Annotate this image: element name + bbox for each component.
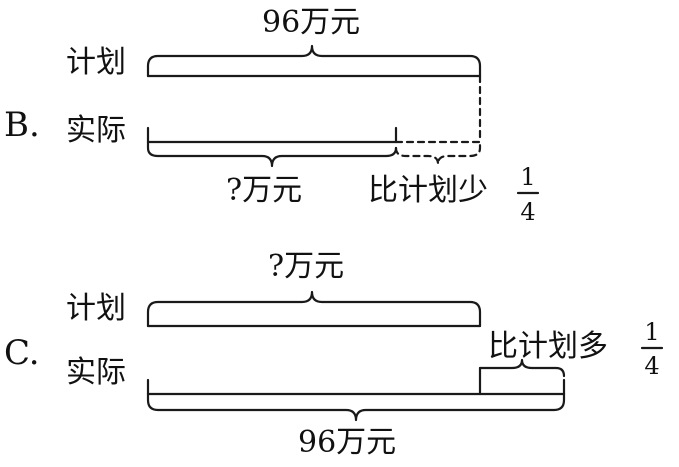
- option-b-reduced-brace: [394, 140, 482, 166]
- option-c-letter: C.: [4, 333, 40, 373]
- option-b-relation-text: 比计划少: [368, 173, 488, 208]
- option-b-actual-brace: [146, 140, 398, 168]
- option-b-plan-amount: 96万元: [262, 5, 360, 40]
- option-c-extra-brace: [478, 358, 566, 378]
- option-c-fraction-numerator: 1: [644, 318, 659, 346]
- option-c-diagram: C. ?万元 计划 实际 比计划多 1 4 96万元: [4, 249, 664, 460]
- option-c-plan-label: 计划: [66, 291, 126, 326]
- option-b-plan-label: 计划: [66, 45, 126, 80]
- option-b-fraction-numerator: 1: [520, 163, 535, 191]
- option-b-plan-brace: [146, 44, 482, 78]
- option-c-plan-amount: ?万元: [268, 249, 344, 284]
- option-c-actual-amount: 96万元: [298, 425, 396, 460]
- option-b-diagram: B. 96万元 计划 实际 ?万元 比计划少 1 4: [4, 5, 540, 226]
- option-c-fraction: 1 4: [640, 318, 664, 380]
- option-c-plan-brace: [146, 290, 482, 328]
- option-c-fraction-denominator: 4: [644, 352, 659, 380]
- option-b-fraction-denominator: 4: [520, 198, 535, 226]
- option-c-relation-text: 比计划多: [488, 329, 608, 364]
- option-c-actual-label: 实际: [66, 355, 126, 390]
- option-b-actual-label: 实际: [66, 113, 126, 148]
- option-b-letter: B.: [4, 105, 40, 145]
- option-b-actual-amount: ?万元: [226, 173, 302, 208]
- option-b-fraction: 1 4: [516, 163, 540, 226]
- option-c-actual-brace: [146, 392, 566, 422]
